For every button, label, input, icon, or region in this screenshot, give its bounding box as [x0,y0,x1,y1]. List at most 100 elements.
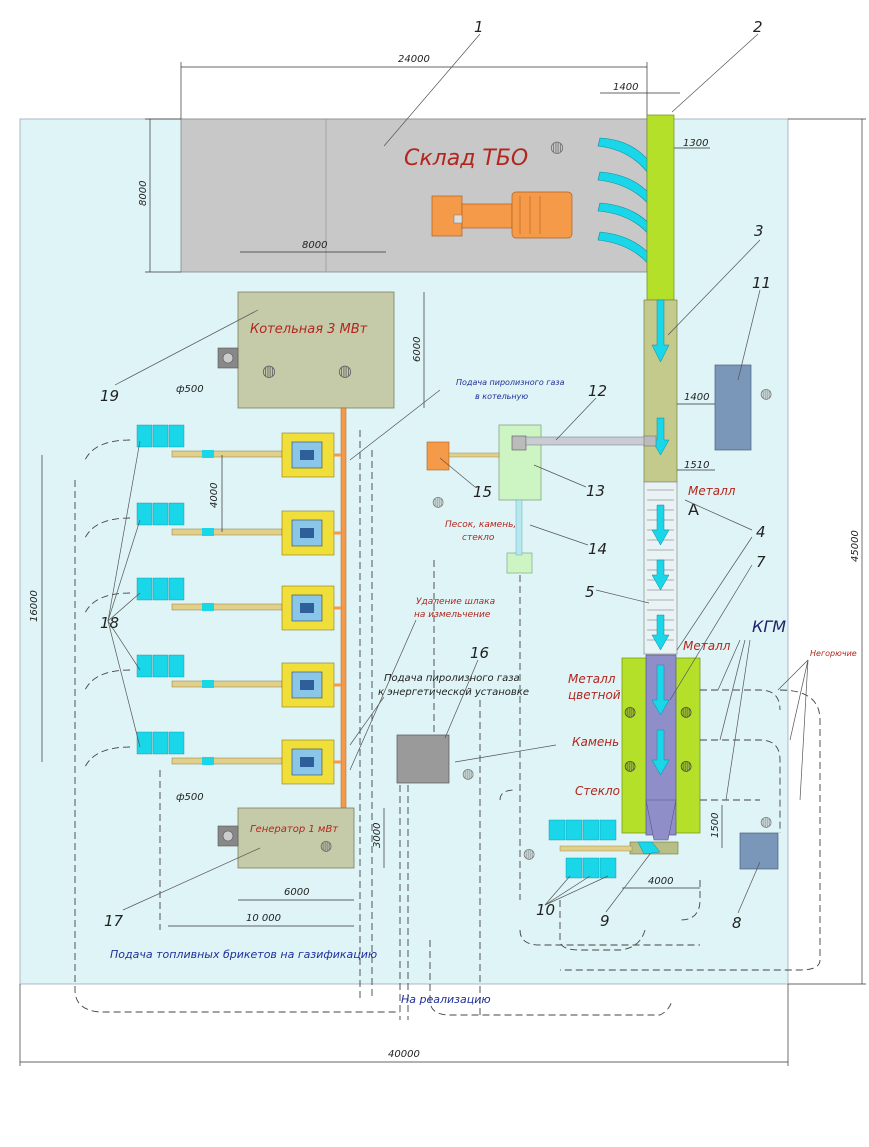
callout-5: 5 [585,583,595,601]
dim-40000-text: 40000 [388,1049,420,1060]
gas-pipe [340,407,347,809]
callout-16: 16 [470,644,489,662]
svg-text:◍: ◍ [624,758,636,774]
gasifier-unit-1 [136,424,335,478]
boiler-label: Котельная 3 МВт [250,322,368,337]
dim-8000h-text: 8000 [302,240,327,251]
label-kgm: КГМ [752,617,786,636]
label-stone: Камень [572,735,619,749]
label-metal-1: Металл [688,484,736,498]
dim-24000-text: 24000 [398,54,430,65]
label-sale: На реализацию [401,993,491,1006]
svg-text:◍: ◍ [523,846,535,862]
dim-10000-text: 10 000 [246,913,281,924]
gasifier-units [136,407,347,809]
callout-18: 18 [100,614,119,632]
callout-7: 7 [756,553,766,571]
callout-12: 12 [588,382,607,400]
dim-1300: 1300 [668,138,710,149]
dim-4000a-text: 4000 [209,483,220,508]
label-metal-color-1: Металл [568,672,616,686]
dim-45000-text: 45000 [850,530,861,562]
dim-4000b-text: 4000 [648,876,673,887]
unit-16 [396,734,450,784]
dim-8000v-text: 8000 [138,181,149,206]
sorting-station: ◍◍ ◍◍ [621,654,701,855]
callout-17: 17 [104,912,124,930]
dim-3000: 3000 [372,808,385,868]
label-sand-2: стекло [462,533,495,543]
operator-icon: ◍ [760,386,772,402]
dim-24000: 24000 [180,54,648,119]
callout-11: 11 [752,274,771,292]
leader-lines [107,33,809,914]
dim-4000b: 4000 [622,876,700,889]
callout-9: 9 [600,912,610,930]
dim-1300-text: 1300 [683,138,708,149]
label-pyro-gas-power-1: Подача пиролизного газа [384,673,520,684]
dim-16000: 16000 [29,455,43,762]
callout-4: 4 [756,523,766,541]
label-noncombustible: Негорючие [810,649,857,658]
dim-500b-text: ф500 [176,792,204,803]
briquette-blocks [548,819,617,879]
svg-text:◍: ◍ [462,766,474,782]
noncombustible-bin [739,832,779,870]
operator-icon-8: ◍ [760,814,772,830]
dim-6000v-text: 6000 [412,337,423,362]
dim-10000: 10 000 [168,913,354,927]
svg-text:◍: ◍ [624,704,636,720]
dim-6000v: 6000 [412,292,425,408]
callout-2: 2 [753,18,763,36]
dim-3000-text: 3000 [372,823,383,848]
svg-text:◍: ◍ [262,361,276,380]
svg-text:◍: ◍ [680,758,692,774]
dim-6000h: 6000 [238,887,354,901]
callout-1: 1 [474,18,484,36]
dim-1500: 1500 [710,805,723,848]
dim-1400b-text: 1400 [684,392,709,403]
svg-text:◍: ◍ [338,361,352,380]
label-briquettes: Подача топливных брикетов на газификацию [110,948,377,961]
dim-8000v: 8000 [138,118,181,273]
dim-16000-text: 16000 [29,590,40,622]
gasifier-unit-5 [136,731,335,785]
label-pyro-gas-boiler-2: в котельную [475,392,528,401]
warehouse: Склад ТБО ◍ [180,118,659,273]
callout-8: 8 [732,914,742,932]
label-pyro-gas-boiler-1: Подача пиролизного газа [456,378,565,387]
dim-1400a: 1400 [600,82,680,94]
dim-4000a: 4000 [209,455,223,532]
gasifier-unit-2 [136,502,335,556]
dim-1400a-text: 1400 [613,82,638,93]
label-pyro-gas-power-2: к энергетической установке [378,687,529,698]
dim-40000: 40000 [19,984,789,1066]
dim-6000h-text: 6000 [284,887,309,898]
warehouse-label: Склад ТБО [404,146,528,171]
flow-lines [74,430,821,1020]
boiler-house: Котельная 3 МВт ◍ ◍ [217,291,395,409]
label-metal-color-2: цветной [568,688,621,702]
magnetic-separator-box [714,364,752,451]
unit-13 [498,424,657,501]
svg-text:◍: ◍ [320,838,332,854]
label-metal-2: Металл [683,639,731,653]
callout-13: 13 [586,482,605,500]
dim-1510: 1510 [677,460,715,471]
callout-14: 14 [588,540,607,558]
generator: Генератор 1 мВт ◍ [217,807,355,869]
label-section-a: А [688,500,699,519]
label-glass: Стекло [575,784,620,798]
generator-label: Генератор 1 мВт [250,824,339,835]
label-sand-1: Песок, камень, [445,520,516,530]
callout-10: 10 [536,901,555,919]
dim-45000: 45000 [788,118,866,985]
svg-text:◍: ◍ [432,494,444,510]
gasifier-unit-4 [136,654,335,708]
label-slag-1: Удаление шлака [416,597,495,607]
dim-8000h: 8000 [240,240,386,253]
dim-1400b: 1400 [677,392,715,405]
callout-3: 3 [754,222,764,240]
dim-1500-text: 1500 [710,813,721,838]
